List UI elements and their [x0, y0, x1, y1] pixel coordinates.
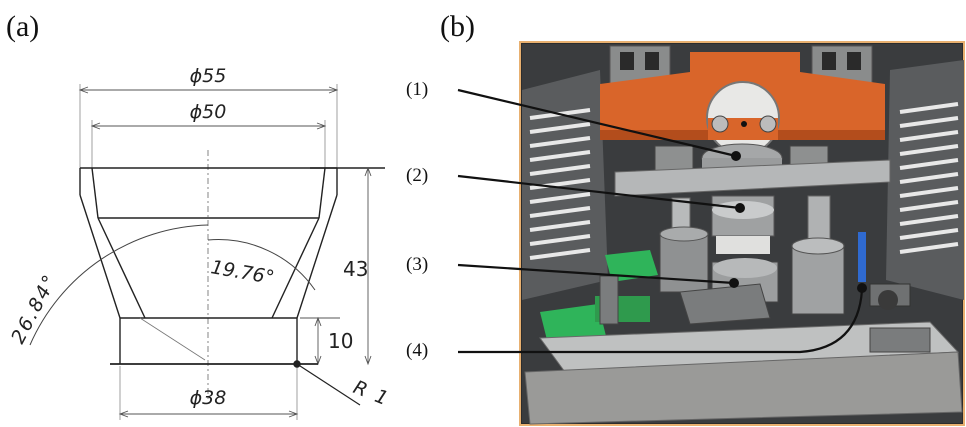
- radius-label: R 1: [350, 376, 393, 410]
- callout-4: (4): [406, 340, 428, 361]
- dim-line-height: [364, 166, 372, 366]
- callout-2: (2): [406, 165, 428, 186]
- dim-line-bottom: [118, 410, 299, 418]
- dim-total-height: 43: [343, 257, 368, 281]
- panel-label-b: (b): [440, 10, 475, 43]
- angle-inner-label: 19.76°: [209, 256, 276, 289]
- dim-bottom-diameter: ϕ38: [190, 387, 227, 409]
- press-photo: [519, 41, 965, 426]
- clamp-lower: [540, 304, 606, 344]
- die-post-right: [791, 243, 845, 315]
- angle-arc-inner: [207, 239, 316, 291]
- dim-outer-diameter: ϕ55: [190, 65, 227, 87]
- bolster-base: [524, 351, 963, 425]
- dim-lower-height: 10: [328, 329, 353, 353]
- panel-label-a: (a): [6, 10, 39, 43]
- callout-1: (1): [406, 79, 428, 100]
- dim-line-inner: [90, 122, 327, 130]
- angle-arc-outer: [29, 224, 209, 346]
- die-post-left: [659, 231, 709, 293]
- part-outline: [79, 167, 361, 406]
- callout-3: (3): [406, 254, 428, 275]
- upper-plate: [614, 159, 891, 197]
- right-guard: [886, 60, 964, 300]
- left-guard: [522, 70, 608, 300]
- callouts: (1) (2) (3) (4): [406, 79, 867, 361]
- clamp-upper: [605, 250, 658, 282]
- dim-line-outer: [78, 86, 339, 94]
- dim-inner-diameter: ϕ50: [190, 101, 227, 123]
- technical-drawing: [29, 84, 385, 420]
- sensor-rod: [858, 232, 866, 282]
- dim-line-lower: [314, 316, 322, 366]
